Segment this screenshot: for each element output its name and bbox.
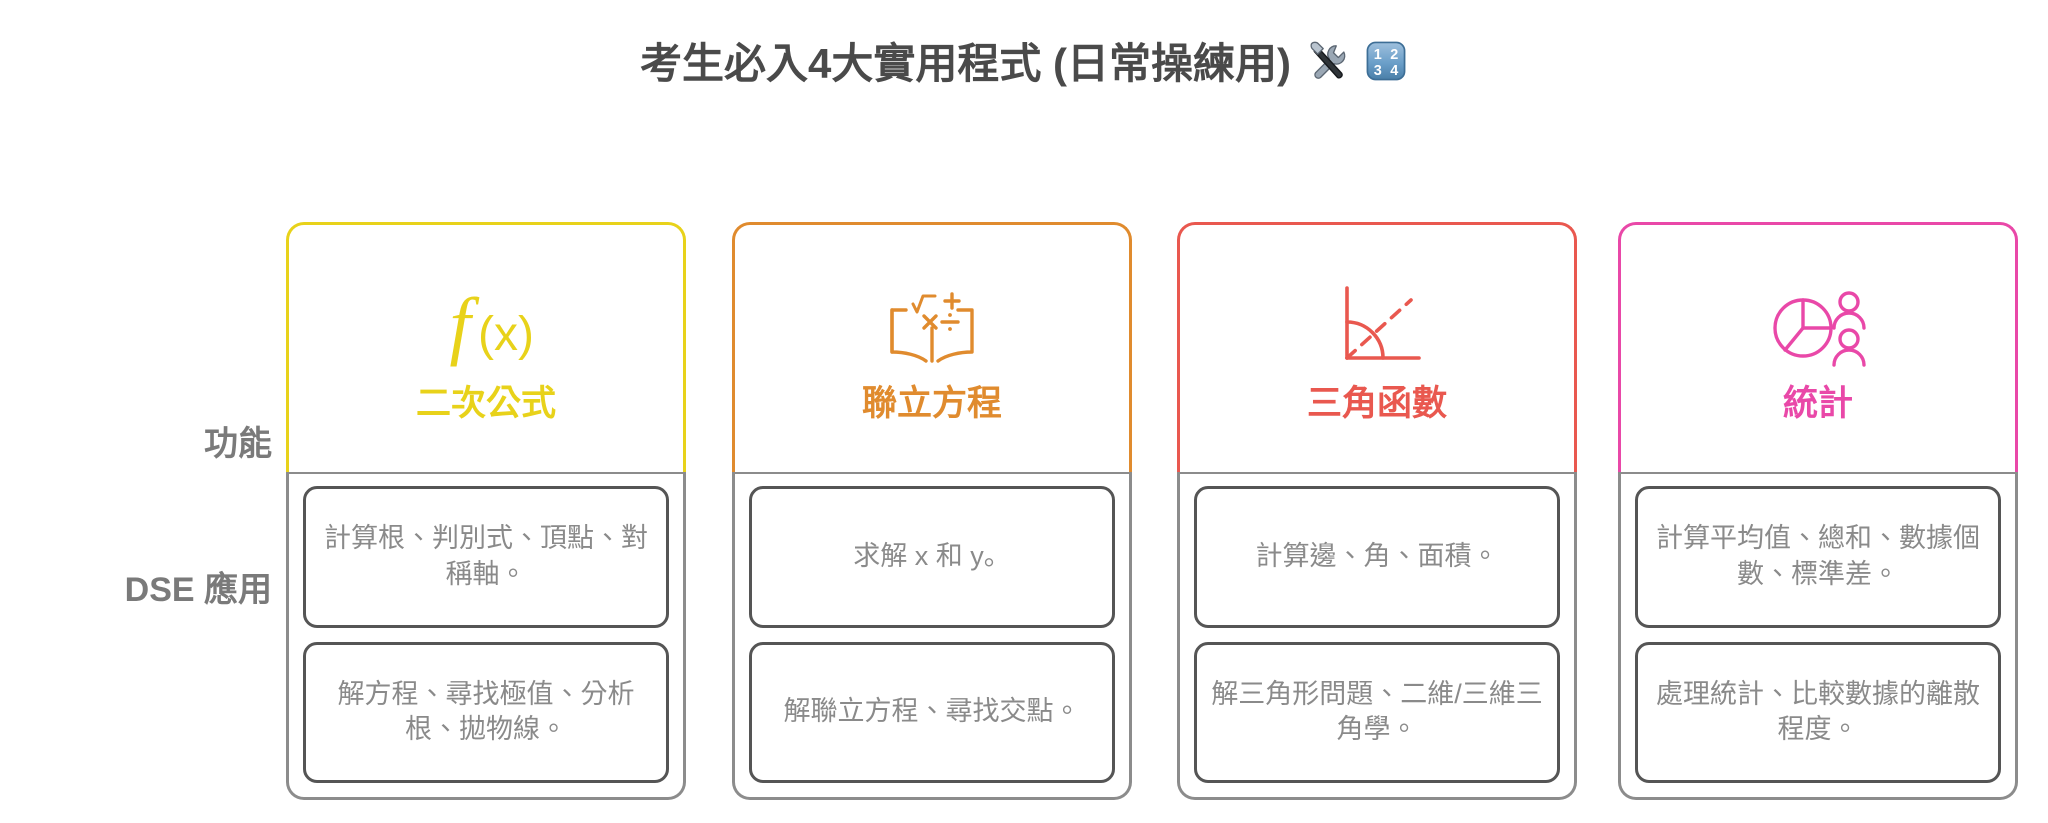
card-quadratic[interactable]: f (x) 二次公式 計算根、判別式、頂點、對稱軸。 解方程、尋找極值、分析根、… bbox=[286, 222, 686, 800]
card-title-trigonometry: 三角函數 bbox=[1306, 384, 1447, 423]
card-row: f (x) 二次公式 計算根、判別式、頂點、對稱軸。 解方程、尋找極值、分析根、… bbox=[286, 222, 2026, 802]
cell-text: 解聯立方程、尋找交點。 bbox=[783, 696, 1081, 727]
row-label-dse-use: DSE 應用 bbox=[124, 571, 272, 609]
cell-quadratic-dse-use: 解方程、尋找極值、分析根、拋物線。 bbox=[303, 641, 669, 783]
hammer-and-wrench-emoji bbox=[1306, 39, 1350, 83]
cell-statistics-dse-use: 處理統計、比較數據的離散程度。 bbox=[1635, 641, 2001, 783]
cell-text: 解三角形問題、二維/三維三角學。 bbox=[1211, 678, 1543, 745]
fx-function-icon: f (x) bbox=[430, 282, 542, 374]
cell-text: 解方程、尋找極值、分析根、拋物線。 bbox=[337, 678, 635, 745]
card-body-quadratic: 計算根、判別式、頂點、對稱軸。 解方程、尋找極值、分析根、拋物線。 bbox=[286, 472, 686, 800]
card-title-simultaneous-equations: 聯立方程 bbox=[861, 384, 1002, 423]
card-header-simultaneous-equations: 聯立方程 bbox=[732, 222, 1132, 472]
cell-text: 計算邊、角、面積。 bbox=[1255, 540, 1499, 571]
cell-text: 求解 x 和 y。 bbox=[853, 540, 1011, 571]
page-title-text: 考生必入4大實用程式 (日常操練用) bbox=[640, 40, 1292, 87]
cell-text: 計算平均值、總和、數據個數、標準差。 bbox=[1656, 523, 1980, 589]
row-label-function: 功能 bbox=[204, 425, 272, 463]
card-body-simultaneous-equations: 求解 x 和 y。 解聯立方程、尋找交點。 bbox=[732, 472, 1132, 800]
card-statistics[interactable]: 統計 計算平均值、總和、數據個數、標準差。 處理統計、比較數據的離散程度。 bbox=[1618, 222, 2018, 800]
cell-text: 處理統計、比較數據的離散程度。 bbox=[1656, 678, 1980, 745]
row-label-column: 功能 DSE 應用 bbox=[0, 222, 290, 802]
cell-statistics-function: 計算平均值、總和、數據個數、標準差。 bbox=[1635, 486, 2001, 628]
card-header-statistics: 統計 bbox=[1618, 222, 2018, 472]
card-simultaneous-equations[interactable]: 聯立方程 求解 x 和 y。 解聯立方程、尋找交點。 bbox=[732, 222, 1132, 800]
cell-text: 計算根、判別式、頂點、對稱軸。 bbox=[324, 523, 648, 589]
card-trigonometry[interactable]: 三角函數 計算邊、角、面積。 解三角形問題、二維/三維三角學。 bbox=[1177, 222, 1577, 800]
svg-text:4: 4 bbox=[1390, 62, 1398, 78]
svg-text:2: 2 bbox=[1390, 46, 1398, 62]
card-header-quadratic: f (x) 二次公式 bbox=[286, 222, 686, 472]
card-title-quadratic: 二次公式 bbox=[415, 384, 556, 423]
card-body-statistics: 計算平均值、總和、數據個數、標準差。 處理統計、比較數據的離散程度。 bbox=[1618, 472, 2018, 800]
card-title-statistics: 統計 bbox=[1782, 384, 1853, 423]
input-numbers-emoji: 1 2 3 4 bbox=[1364, 39, 1408, 83]
cell-trigonometry-function: 計算邊、角、面積。 bbox=[1194, 486, 1560, 628]
comparison-grid: 功能 DSE 應用 f (x) 二次公式 計算根、判別 bbox=[0, 222, 2048, 802]
cell-simultaneous-equations-dse-use: 解聯立方程、尋找交點。 bbox=[749, 641, 1115, 783]
cell-quadratic-function: 計算根、判別式、頂點、對稱軸。 bbox=[303, 486, 669, 628]
card-body-trigonometry: 計算邊、角、面積。 解三角形問題、二維/三維三角學。 bbox=[1177, 472, 1577, 800]
pie-chart-people-icon bbox=[1763, 282, 1873, 374]
cell-simultaneous-equations-function: 求解 x 和 y。 bbox=[749, 486, 1115, 628]
card-header-trigonometry: 三角函數 bbox=[1177, 222, 1577, 472]
open-book-math-symbols-icon bbox=[880, 282, 984, 374]
cell-trigonometry-dse-use: 解三角形問題、二維/三維三角學。 bbox=[1194, 641, 1560, 783]
svg-text:3: 3 bbox=[1374, 62, 1382, 78]
svg-text:f: f bbox=[449, 283, 479, 367]
page-title: 考生必入4大實用程式 (日常操練用) bbox=[0, 30, 2048, 91]
svg-text:(x): (x) bbox=[478, 308, 534, 361]
svg-text:1: 1 bbox=[1374, 46, 1382, 62]
angle-measure-icon bbox=[1325, 282, 1429, 374]
